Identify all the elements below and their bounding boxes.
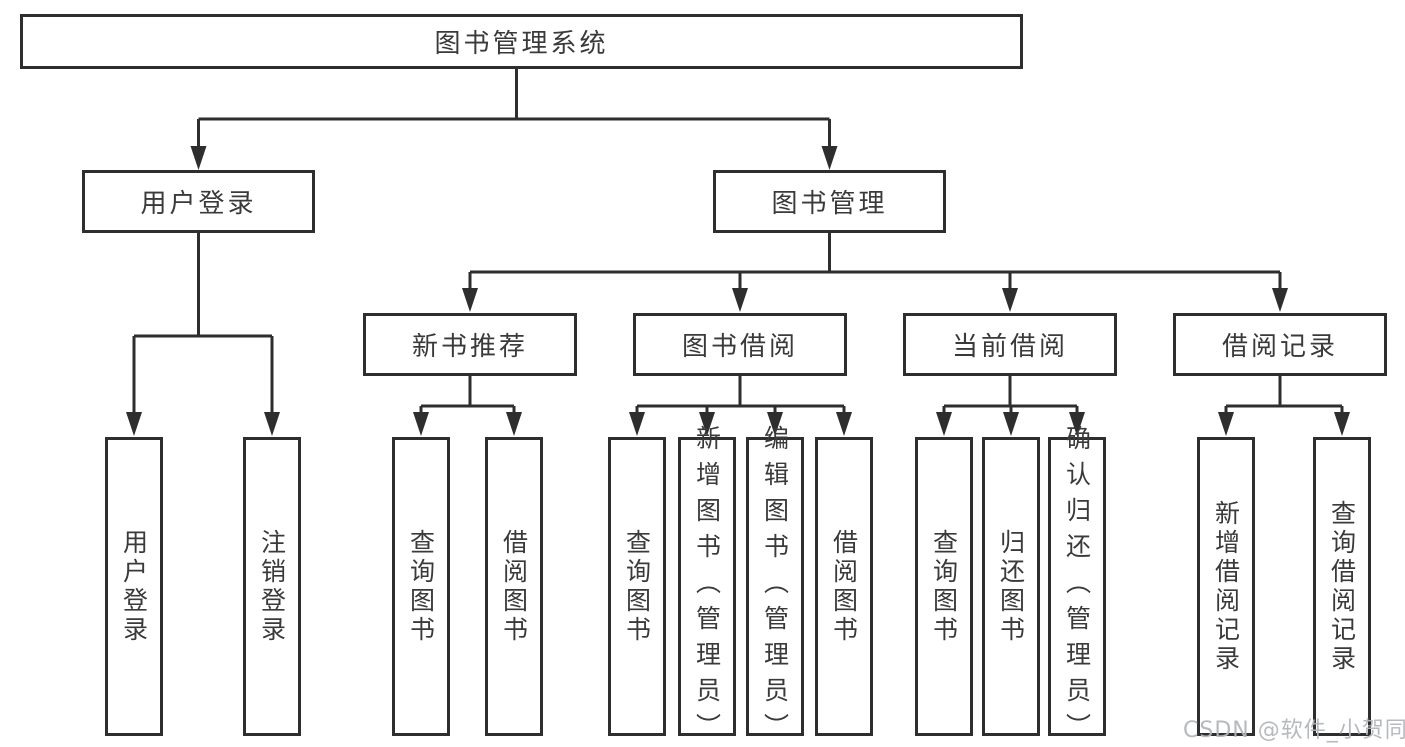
leaf-query-books-recommend-label: 查询图书 xyxy=(406,528,436,645)
node-user-login: 用户登录 xyxy=(82,170,315,233)
leaf-query-borrow-record-label: 查询借阅记录 xyxy=(1327,499,1357,674)
leaf-borrow-books: 借阅图书 xyxy=(815,437,873,736)
leaf-query-books-recommend: 查询图书 xyxy=(392,437,450,736)
node-book-management: 图书管理 xyxy=(713,170,946,233)
node-new-book-recommend: 新书推荐 xyxy=(363,313,577,376)
leaf-query-borrow-record: 查询借阅记录 xyxy=(1313,437,1371,736)
node-root-system: 图书管理系统 xyxy=(20,14,1023,69)
leaf-confirm-return-admin-label: 确认归还（管理员） xyxy=(1062,424,1092,747)
node-user-login-label: 用户登录 xyxy=(140,189,257,219)
leaf-return-books-label: 归还图书 xyxy=(996,528,1026,645)
leaf-user-login-label: 用户登录 xyxy=(119,528,149,645)
leaf-confirm-return-admin: 确认归还（管理员） xyxy=(1048,425,1106,747)
leaf-add-book-admin: 新增图书（管理员） xyxy=(678,425,736,747)
leaf-query-books-current: 查询图书 xyxy=(915,437,973,736)
leaf-logout-label: 注销登录 xyxy=(257,528,287,645)
node-current-borrow-label: 当前借阅 xyxy=(951,332,1068,362)
node-book-borrow-label: 图书借阅 xyxy=(681,332,798,362)
leaf-borrow-books-label: 借阅图书 xyxy=(829,528,859,645)
node-borrow-records: 借阅记录 xyxy=(1173,313,1387,376)
csdn-watermark: CSDN @软件_小贺同学 xyxy=(1183,718,1405,743)
leaf-add-book-admin-label: 新增图书（管理员） xyxy=(692,424,722,747)
leaf-query-books-borrow: 查询图书 xyxy=(608,437,666,736)
leaf-add-borrow-record: 新增借阅记录 xyxy=(1197,437,1255,736)
node-new-book-recommend-label: 新书推荐 xyxy=(411,332,528,362)
node-book-borrow: 图书借阅 xyxy=(633,313,847,376)
leaf-edit-book-admin-label: 编辑图书（管理员） xyxy=(760,424,790,747)
leaf-borrow-books-recommend: 借阅图书 xyxy=(485,437,543,736)
leaf-add-borrow-record-label: 新增借阅记录 xyxy=(1211,499,1241,674)
node-borrow-records-label: 借阅记录 xyxy=(1221,332,1338,362)
leaf-borrow-books-recommend-label: 借阅图书 xyxy=(499,528,529,645)
leaf-user-login: 用户登录 xyxy=(105,437,163,736)
leaf-query-books-current-label: 查询图书 xyxy=(929,528,959,645)
node-current-borrow: 当前借阅 xyxy=(903,313,1117,376)
leaf-logout: 注销登录 xyxy=(243,437,301,736)
leaf-query-books-borrow-label: 查询图书 xyxy=(622,528,652,645)
node-root-label: 图书管理系统 xyxy=(434,29,609,59)
node-book-management-label: 图书管理 xyxy=(771,189,888,219)
leaf-edit-book-admin: 编辑图书（管理员） xyxy=(746,425,804,747)
leaf-return-books: 归还图书 xyxy=(982,437,1040,736)
